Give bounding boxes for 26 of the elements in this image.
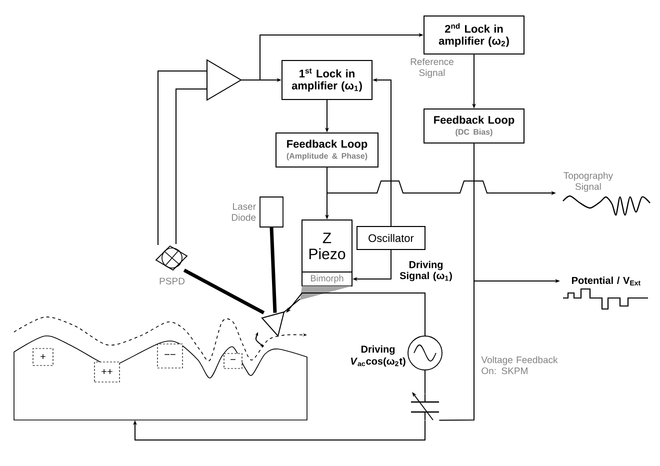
node-label: Laser Diode <box>232 203 256 221</box>
connector-line <box>158 70 208 246</box>
edge-label: Driving Signal (ω$_{1}$) <box>394 260 458 282</box>
signal-label: Topography Signal <box>564 172 614 192</box>
edge-label: Reference Signal <box>400 57 464 79</box>
feedback-loop-box: Feedback Loop (Amplitude & Phase) <box>276 132 378 168</box>
charge-box: − <box>224 353 242 369</box>
node-label: PSPD <box>160 278 184 284</box>
oscillator-box: Oscillator <box>356 226 426 250</box>
charge-box: + <box>32 348 54 366</box>
charge-box: ++ <box>94 362 120 382</box>
lock-in-amplifier-box: 2$^{nd}$ Lock in amplifier (ω$_{2}$) <box>424 16 524 54</box>
charge-box: −− <box>157 344 183 368</box>
laser-beam <box>183 268 265 314</box>
laser-beam <box>270 227 277 313</box>
arrow <box>132 420 426 440</box>
connector-line <box>438 143 474 421</box>
note-label: Voltage Feedback On: SKPM <box>481 356 558 374</box>
laser-diode: Laser Diode <box>232 196 284 228</box>
sample-surface <box>14 336 308 420</box>
feedback-loop-box: Feedback Loop (DC Bias) <box>424 108 524 144</box>
bimorph-box: Bimorph <box>302 272 352 286</box>
connector-line <box>176 88 208 244</box>
signal-label: Potential / V$_{Ext}$ <box>572 276 640 286</box>
connector-line <box>424 370 426 394</box>
lock-in-amplifier-box: 1$^{st}$ Lock in amplifier (ω$_{1}$) <box>282 60 372 100</box>
